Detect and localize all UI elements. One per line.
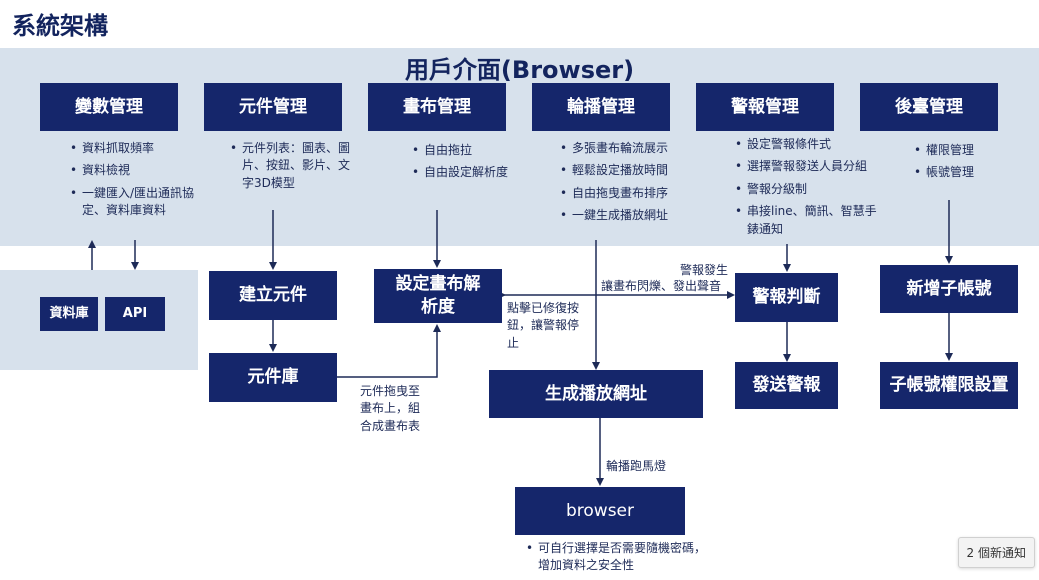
- arrow-library-to-resolution: [337, 324, 441, 378]
- band-title: 用戶介面(Browser): [404, 56, 635, 84]
- variable-management-bullets: 資料抓取頻率 資料檢視 一鍵匯入/匯出通訊協定、資料庫資料: [68, 140, 200, 225]
- module-variable-management: 變數管理: [40, 83, 178, 131]
- add-subaccount-box: 新增子帳號: [880, 265, 1018, 313]
- browser-box: browser: [515, 487, 685, 535]
- subaccount-permission-box: 子帳號權限設置: [880, 362, 1018, 409]
- module-alarm-management: 警報管理: [696, 83, 834, 131]
- component-library-box: 元件庫: [209, 353, 337, 402]
- bullet-item: 權限管理: [914, 142, 1026, 160]
- carousel-management-bullets: 多張畫布輪流展示 輕鬆設定播放時間 自由拖曳畫布排序 一鍵生成播放網址: [558, 140, 702, 230]
- bullet-item: 警報分級制: [735, 181, 887, 199]
- browser-bullets: 可自行選擇是否需要隨機密碼，增加資料之安全性: [524, 540, 710, 580]
- bullet-item: 自由拖拉: [412, 142, 542, 160]
- data-source-panel: [0, 270, 198, 370]
- bullet-item: 一鍵生成播放網址: [560, 207, 702, 225]
- note-drag-to-canvas: 元件拖曳至畫布上，組合成畫布表: [360, 384, 421, 433]
- page-title: 系統架構: [12, 12, 108, 40]
- alarm-judge-box: 警報判斷: [735, 273, 838, 322]
- note-click-stop: 點擊已修復按鈕，讓警報停止: [507, 301, 580, 350]
- bullet-item: 選擇警報發送人員分組: [735, 158, 887, 176]
- bullet-item: 串接line、簡訊、智慧手錶通知: [735, 203, 887, 238]
- module-backend-management: 後臺管理: [860, 83, 998, 131]
- backend-management-bullets: 權限管理 帳號管理: [912, 142, 1026, 187]
- bullet-item: 帳號管理: [914, 164, 1026, 182]
- module-component-management: 元件管理: [204, 83, 342, 131]
- create-component-box: 建立元件: [209, 271, 337, 320]
- bullet-item: 設定警報條件式: [735, 136, 887, 154]
- generate-url-box: 生成播放網址: [489, 370, 703, 418]
- alarm-management-bullets: 設定警報條件式 選擇警報發送人員分組 警報分級制 串接line、簡訊、智慧手錶通…: [733, 136, 887, 243]
- set-resolution-box: 設定畫布解析度: [374, 269, 502, 323]
- component-management-bullets: 元件列表：圖表、圖片、按鈕、影片、文字3D模型: [228, 140, 354, 197]
- module-carousel-management: 輪播管理: [532, 83, 670, 131]
- bullet-item: 元件列表：圖表、圖片、按鈕、影片、文字3D模型: [230, 140, 354, 192]
- database-box: 資料庫: [40, 297, 98, 331]
- bullet-item: 資料抓取頻率: [70, 140, 200, 158]
- bullet-item: 自由拖曳畫布排序: [560, 185, 702, 203]
- bullet-item: 輕鬆設定播放時間: [560, 162, 702, 180]
- bullet-item: 資料檢視: [70, 162, 200, 180]
- canvas-management-bullets: 自由拖拉 自由設定解析度: [410, 142, 542, 187]
- note-marquee: 輪播跑馬燈: [606, 459, 667, 473]
- api-box: API: [105, 297, 165, 331]
- module-canvas-management: 畫布管理: [368, 83, 506, 131]
- send-alarm-box: 發送警報: [735, 362, 838, 409]
- note-canvas-flash: 讓畫布閃爍、發出聲音: [601, 279, 722, 293]
- bullet-item: 可自行選擇是否需要隨機密碼，增加資料之安全性: [526, 540, 710, 575]
- bullet-item: 多張畫布輪流展示: [560, 140, 702, 158]
- notification-toast[interactable]: 2 個新通知: [957, 537, 1035, 568]
- bullet-item: 一鍵匯入/匯出通訊協定、資料庫資料: [70, 185, 200, 220]
- note-alarm-occurs: 警報發生: [680, 263, 729, 277]
- bullet-item: 自由設定解析度: [412, 164, 542, 182]
